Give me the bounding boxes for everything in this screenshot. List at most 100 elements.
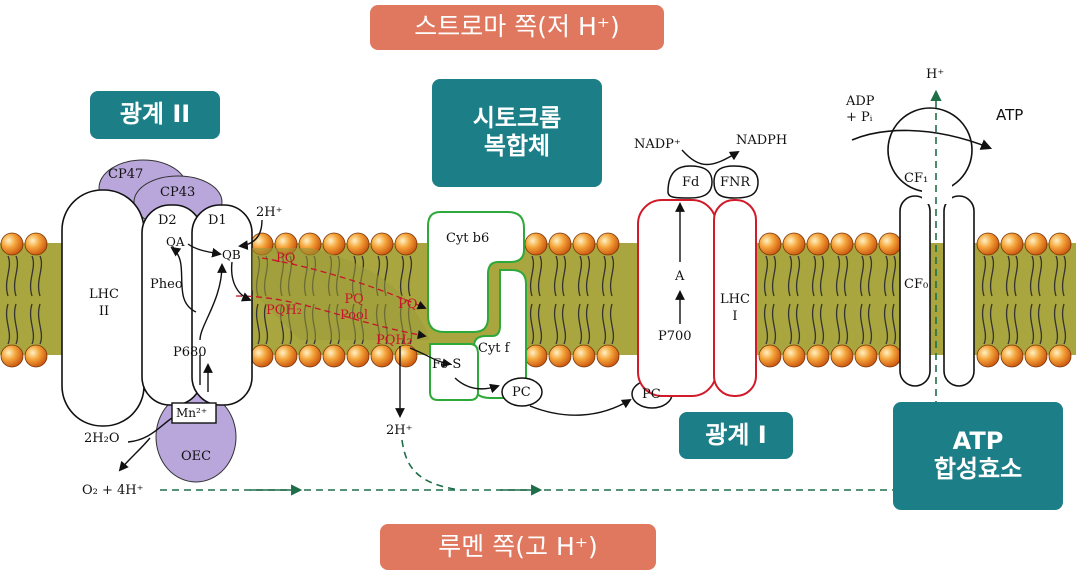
lipid-head xyxy=(878,232,902,256)
lumen-proton-label: 2H⁺ xyxy=(386,423,413,438)
cp43-label: CP43 xyxy=(160,185,196,200)
lipid-head xyxy=(758,232,782,256)
stroma-side-tag: 스트로마 쪽(저 H⁺) xyxy=(370,5,664,50)
lipid-tail xyxy=(1053,255,1059,297)
stroma-proton-label: 2H⁺ xyxy=(256,205,283,220)
lipid-head xyxy=(878,344,902,368)
lipid-tail xyxy=(1005,303,1011,345)
lipid-tail xyxy=(811,303,817,345)
lipid-tail xyxy=(585,303,591,345)
atp-synthase-tag: ATP 합성효소 xyxy=(893,402,1063,510)
pqh2-label-2: PQH₂ xyxy=(376,333,412,348)
lipid-head xyxy=(758,344,782,368)
plastoquinone-pool xyxy=(230,248,430,340)
lipid-head xyxy=(1024,344,1048,368)
lipid-tail xyxy=(1061,303,1067,345)
top-proton-label: H⁺ xyxy=(926,67,945,82)
lipid-head xyxy=(24,232,48,256)
lipid-tail xyxy=(585,255,591,297)
lipid-tail xyxy=(795,255,801,297)
lipid-tail xyxy=(843,255,849,297)
lipid-tail xyxy=(553,303,559,345)
adp-label: ADP + Pᵢ xyxy=(846,94,875,126)
lipid-head xyxy=(572,232,596,256)
lipid-tail xyxy=(989,303,995,345)
lipid-tail xyxy=(577,255,583,297)
pc-label-1: PC xyxy=(512,385,531,400)
lipid-tail xyxy=(763,255,769,297)
lipid-tail xyxy=(529,303,535,345)
lipid-bilayer xyxy=(0,232,1072,368)
nadph-label: NADPH xyxy=(736,133,788,148)
lipid-tail xyxy=(891,255,897,297)
pq-pool-label: PQ Pool xyxy=(340,292,369,323)
lipid-tail xyxy=(867,303,873,345)
lipid-tail xyxy=(5,303,11,345)
qa-label: QA xyxy=(166,235,185,249)
d2-label: D2 xyxy=(158,213,177,228)
lipid-tail xyxy=(5,255,11,297)
lipid-tail xyxy=(13,303,19,345)
lipid-head xyxy=(976,232,1000,256)
lipid-tail xyxy=(795,303,801,345)
lipid-head xyxy=(782,232,806,256)
lipid-tail xyxy=(981,255,987,297)
cyt-f-label: Cyt f xyxy=(478,341,510,356)
d1-label: D1 xyxy=(208,213,227,228)
water-label: 2H₂O xyxy=(84,431,120,446)
lipid-head xyxy=(394,344,418,368)
lipid-tail xyxy=(577,303,583,345)
lipid-head xyxy=(394,232,418,256)
lipid-tail xyxy=(883,303,889,345)
cytochrome-complex-tag: 시토크롬 복합체 xyxy=(432,79,602,187)
photosystem-1-tag: 광계 I xyxy=(679,412,793,459)
pq-label: PQ xyxy=(276,251,296,266)
lipid-tail xyxy=(37,255,43,297)
lhc1-label: LHC I xyxy=(720,292,750,324)
lipid-tail xyxy=(883,255,889,297)
fe-s-label: Fe-S xyxy=(432,357,462,372)
lipid-tail xyxy=(843,303,849,345)
lipid-tail xyxy=(601,255,607,297)
lipid-tail xyxy=(891,303,897,345)
lipid-head xyxy=(0,232,24,256)
lipid-tail xyxy=(835,303,841,345)
atp-label: ATP xyxy=(996,106,1024,124)
cyt-b6-label: Cyt b6 xyxy=(446,231,490,246)
cytochrome-b6f-complex xyxy=(395,211,527,418)
pq-label-2: PQ xyxy=(398,297,418,312)
lipid-head xyxy=(830,344,854,368)
lipid-tail xyxy=(771,303,777,345)
lipid-tail xyxy=(859,303,865,345)
lipid-tail xyxy=(29,303,35,345)
lipid-tail xyxy=(981,303,987,345)
proton-flow-lumen xyxy=(160,439,930,496)
lipid-head xyxy=(1024,232,1048,256)
lipid-head xyxy=(548,232,572,256)
lipid-head xyxy=(322,344,346,368)
lipid-tail xyxy=(553,255,559,297)
pc-label-2: PC xyxy=(642,387,661,402)
lipid-head xyxy=(854,232,878,256)
lipid-head xyxy=(322,232,346,256)
lipid-head xyxy=(806,344,830,368)
lipid-head xyxy=(854,344,878,368)
lipid-tail xyxy=(29,255,35,297)
photosystem-2-complex xyxy=(61,159,263,483)
lipid-head xyxy=(806,232,830,256)
lipid-tail xyxy=(1029,255,1035,297)
nadp-label: NADP⁺ xyxy=(634,137,681,152)
lipid-head xyxy=(274,344,298,368)
lipid-head xyxy=(782,344,806,368)
lipid-tail xyxy=(601,303,607,345)
lipid-head xyxy=(1000,344,1024,368)
lipid-tail xyxy=(1037,303,1043,345)
pqh2-label: PQH₂ xyxy=(266,303,302,318)
lipid-head xyxy=(346,232,370,256)
lipid-tail xyxy=(1013,303,1019,345)
lipid-head xyxy=(1000,232,1024,256)
lipid-tail xyxy=(529,255,535,297)
lipid-tail xyxy=(989,255,995,297)
lipid-tail xyxy=(1005,255,1011,297)
